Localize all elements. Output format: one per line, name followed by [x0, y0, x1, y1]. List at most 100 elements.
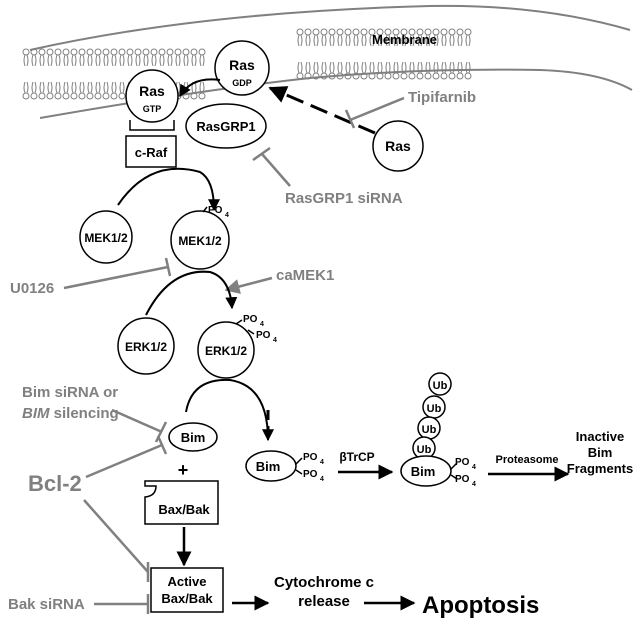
lipid-tail: [191, 54, 197, 67]
lipid-head: [22, 48, 30, 56]
lipid-tail: [23, 54, 29, 67]
bim-gene-italic: BIM: [22, 405, 50, 422]
lipid-tail: [297, 34, 303, 47]
erk-unphos-node: ERK1/2: [117, 317, 175, 375]
lipid-head: [102, 92, 110, 100]
btrcp-label: βTrCP: [339, 450, 374, 464]
lipid-head: [344, 28, 352, 36]
lipid-tail: [47, 81, 53, 94]
lipid-head: [86, 48, 94, 56]
lipid-head: [408, 28, 416, 36]
lipid-head: [448, 28, 456, 36]
mek-phos-node: MEK1/2 PO 4: [170, 205, 230, 270]
bimub-po4-2: PO: [455, 474, 470, 485]
lipid-head: [166, 48, 174, 56]
lipid-tail: [111, 81, 117, 94]
lipid-head: [30, 92, 38, 100]
lipid-tail: [321, 61, 327, 74]
mek-right-label: MEK1/2: [178, 234, 222, 248]
lipid-tail: [377, 34, 383, 47]
inactive-line3: Fragments: [567, 461, 633, 476]
lipid-head: [198, 48, 206, 56]
lipid-tail: [119, 81, 125, 94]
lipid-tail: [135, 54, 141, 67]
lipid-tail: [305, 34, 311, 47]
lipid-head: [190, 48, 198, 56]
lipid-tail: [321, 34, 327, 47]
lipid-tail: [425, 34, 431, 47]
lipid-tail: [345, 61, 351, 74]
erk-phos-node: ERK1/2 PO 4 PO 4: [197, 314, 277, 379]
lipid-head: [190, 92, 198, 100]
lipid-tail: [449, 61, 455, 74]
lipid-head: [54, 48, 62, 56]
lipid-tail: [465, 34, 471, 47]
bim-po4-1-sub: 4: [320, 459, 324, 466]
bim-ub-label: Bim: [411, 464, 436, 479]
lipid-head: [304, 28, 312, 36]
lipid-head: [392, 28, 400, 36]
cytc-line2: release: [298, 593, 350, 610]
lipid-tail: [151, 54, 157, 67]
gtp-label: GTP: [143, 104, 162, 114]
lipid-head: [448, 72, 456, 80]
lipid-head: [360, 28, 368, 36]
erk-po4-2: PO: [256, 330, 271, 341]
lipid-tail: [143, 54, 149, 67]
lipid-head: [118, 48, 126, 56]
lipid-head: [62, 92, 70, 100]
lipid-tail: [55, 54, 61, 67]
inactive-line2: Bim: [588, 445, 613, 460]
lipid-tail: [369, 61, 375, 74]
lipid-head: [94, 92, 102, 100]
lipid-tail: [369, 34, 375, 47]
lipid-tail: [433, 61, 439, 74]
bax-bak-node: Bax/Bak: [144, 480, 219, 525]
lipid-head: [376, 72, 384, 80]
lipid-head: [296, 72, 304, 80]
lipid-tail: [417, 61, 423, 74]
lipid-tail: [337, 61, 343, 74]
lipid-head: [38, 92, 46, 100]
bim-sirna-label-2: BIM silencing: [22, 405, 119, 422]
ras-gtp-label: Ras: [139, 83, 165, 99]
ras-cytosolic-node: Ras: [372, 120, 424, 172]
lipid-tail: [337, 34, 343, 47]
lipid-tail: [87, 54, 93, 67]
lipid-tail: [95, 54, 101, 67]
lipid-head: [22, 92, 30, 100]
lipid-head: [304, 72, 312, 80]
lipid-tail: [393, 61, 399, 74]
lipid-tail: [313, 61, 319, 74]
ras-gdp-node: Ras GDP: [214, 40, 270, 96]
lipid-tail: [159, 54, 165, 67]
plus-sign: +: [178, 460, 189, 480]
lipid-head: [134, 48, 142, 56]
lipid-head: [320, 28, 328, 36]
lipid-head: [432, 28, 440, 36]
active-line2: Bax/Bak: [161, 591, 213, 606]
bimub-po4-1-sub: 4: [472, 464, 476, 471]
bak-sirna-label: Bak siRNA: [8, 596, 85, 613]
lipid-head: [344, 72, 352, 80]
tipifarnib-label: Tipifarnib: [408, 89, 476, 106]
lipid-head: [392, 72, 400, 80]
lipid-head: [464, 28, 472, 36]
lipid-tail: [361, 61, 367, 74]
bim-po4-2-sub: 4: [320, 476, 324, 483]
lipid-tail: [87, 81, 93, 94]
lipid-head: [400, 72, 408, 80]
bimub-po4-1: PO: [455, 457, 470, 468]
lipid-head: [440, 28, 448, 36]
bim-sirna-label-1: Bim siRNA or: [22, 384, 118, 401]
lipid-tail: [63, 81, 69, 94]
ub-1: Ub: [433, 380, 448, 392]
lipid-tail: [31, 54, 37, 67]
lipid-head: [352, 28, 360, 36]
apoptosis-label: Apoptosis: [422, 592, 539, 619]
mek-po4-sub: 4: [225, 212, 229, 219]
bim-po4-1: PO: [303, 452, 318, 463]
lipid-tail: [111, 54, 117, 67]
